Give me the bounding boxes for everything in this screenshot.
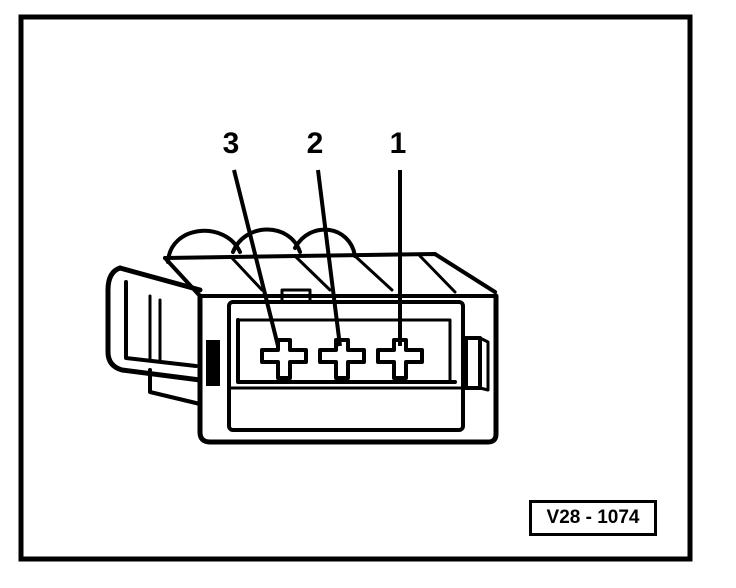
pin-contact-1 <box>376 338 424 380</box>
housing-rib-2 <box>293 254 332 292</box>
housing-opening <box>227 300 465 432</box>
side-lock-tab-edge <box>478 336 490 392</box>
pin-contact-3 <box>260 338 308 380</box>
latch-outer <box>105 265 203 383</box>
leader-line-3 <box>232 169 280 347</box>
pin-contact-2 <box>318 338 366 380</box>
cable-dome-1 <box>166 228 242 264</box>
figure-reference-code: V28 - 1074 <box>529 500 657 536</box>
three-pin-connector <box>105 227 499 445</box>
contact-carrier <box>236 318 457 384</box>
housing-front-face <box>197 293 499 445</box>
pin-label-3: 3 <box>222 127 240 160</box>
housing-rib-4 <box>418 254 457 294</box>
cable-dome-2 <box>231 227 302 254</box>
latch-tab <box>206 340 220 386</box>
latch-base <box>148 368 202 406</box>
pin-label-2: 2 <box>306 127 324 160</box>
cable-dome-3 <box>293 227 357 258</box>
housing-rib-3 <box>353 254 394 292</box>
figure-frame <box>18 14 693 562</box>
latch-top <box>117 265 203 293</box>
leader-lines <box>232 169 402 347</box>
contact-carrier-top <box>236 318 452 384</box>
leader-line-2 <box>316 169 342 347</box>
top-key-notch <box>280 288 312 304</box>
housing-rib-1 <box>230 256 264 292</box>
latch-inner <box>124 280 198 368</box>
side-lock-tab <box>464 336 482 390</box>
pin-label-1: 1 <box>389 127 407 160</box>
